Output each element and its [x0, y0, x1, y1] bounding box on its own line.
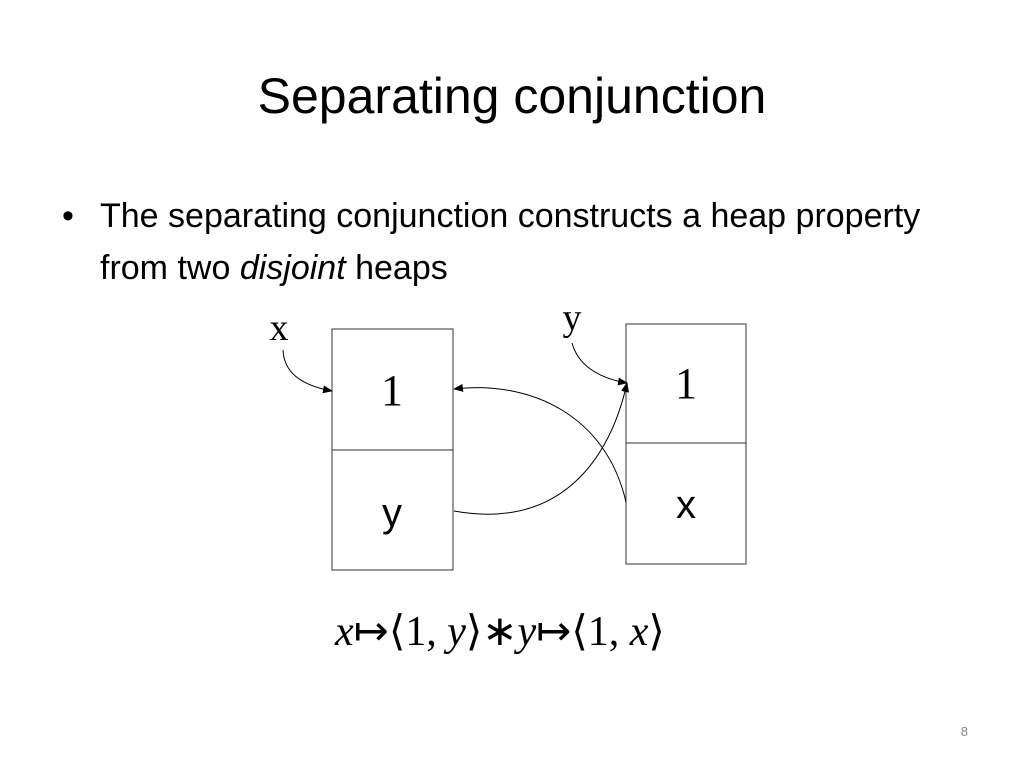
- bullet-text-end: heaps: [345, 249, 448, 287]
- x-pointer-arrow: [282, 349, 333, 394]
- y-field-arrow: [453, 382, 629, 515]
- formula-angle-close: ⟩: [648, 609, 665, 655]
- separation-formula: x↦⟨1, y⟩∗y↦⟨1, x⟩: [335, 602, 775, 662]
- formula-angle-open: ⟨: [388, 609, 406, 655]
- formula-value: 1,: [587, 609, 630, 655]
- formula-value: 1,: [405, 609, 448, 655]
- left-cell-pointer: y: [382, 491, 402, 535]
- right-cell-value: 1: [675, 359, 697, 408]
- formula-var-x: x: [335, 609, 354, 655]
- x-field-arrow: [453, 383, 627, 503]
- right-cell-pointer: x: [676, 483, 696, 527]
- right-cell-box: [625, 323, 747, 565]
- formula-var-y: y: [517, 609, 537, 655]
- formula-ref-y: y: [447, 609, 466, 655]
- maps-to-symbol: ↦: [536, 609, 572, 655]
- left-cell-value: 1: [381, 366, 403, 415]
- slide-title: Separating conjunction: [257, 68, 767, 124]
- bullet-marker: •: [62, 197, 74, 235]
- bullet-text: The separating conjunction constructs a …: [100, 190, 980, 294]
- left-heap-cell: 1 y: [331, 328, 454, 571]
- formula-angle-close: ⟩: [465, 609, 483, 655]
- maps-to-symbol: ↦: [353, 609, 389, 655]
- formula-ref-x: x: [629, 609, 649, 655]
- formula-angle-open: ⟨: [571, 609, 588, 655]
- bullet-text-start: The separating conjunction constructs a …: [100, 197, 921, 287]
- separating-star-symbol: ∗: [482, 609, 518, 655]
- right-heap-cell: 1 x: [625, 323, 747, 565]
- right-pointer-label: y: [563, 297, 582, 339]
- page-number: 8: [960, 724, 968, 739]
- y-pointer-arrow: [571, 342, 628, 386]
- left-pointer-label: x: [270, 307, 289, 349]
- bullet-text-emphasis: disjoint: [239, 249, 346, 287]
